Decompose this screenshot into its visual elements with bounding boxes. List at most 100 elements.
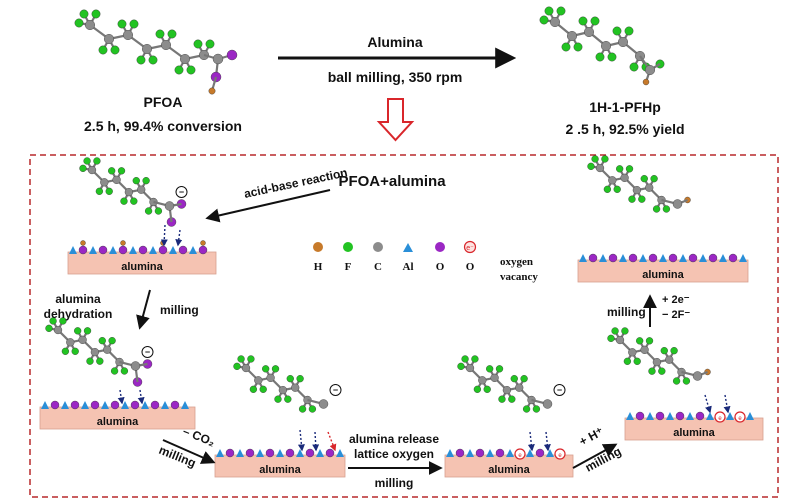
legend-symbol: C	[374, 261, 382, 273]
fluorine-atom	[130, 197, 138, 205]
fluorine-atom	[486, 365, 494, 373]
aluminum-site	[599, 254, 607, 262]
legend-symbol: H	[314, 261, 323, 273]
fluorine-atom	[129, 19, 139, 29]
fluorine-atom	[670, 347, 678, 355]
aluminum-site	[181, 401, 189, 409]
fluorine-atom	[624, 26, 634, 36]
negative-charge-icon	[175, 185, 188, 198]
surface-label: alumina	[488, 464, 530, 476]
carbon-atom	[502, 386, 512, 395]
fluorine-atom	[532, 405, 541, 413]
surface-oxygen	[50, 400, 60, 410]
aluminum-site	[626, 412, 634, 420]
surface-oxygen	[118, 245, 128, 255]
fluorine-atom	[607, 52, 617, 62]
fluorine-atom	[662, 205, 671, 213]
aluminum-site	[579, 254, 587, 262]
oxygen-vacancy	[554, 448, 566, 460]
fluorine-atom	[205, 39, 215, 49]
dehydration-label-1: alumina	[55, 292, 101, 306]
arrow-reagent: Alumina	[367, 34, 422, 50]
fluorine-atom	[616, 165, 624, 173]
fluorine-atom	[561, 42, 571, 52]
legend-symbol: O	[436, 261, 445, 273]
oxygen-vacancy	[734, 411, 746, 423]
carbon-atom	[87, 165, 97, 175]
fluorine-atom	[262, 365, 270, 373]
aluminum-site	[746, 412, 754, 420]
aluminum-site	[486, 449, 494, 457]
interaction-arrow	[312, 431, 320, 452]
fluorine-atom	[298, 405, 307, 413]
aluminum-site	[216, 449, 224, 457]
fluorine-atom	[259, 385, 267, 393]
aluminum-site	[739, 254, 747, 262]
fluorine-atom	[193, 39, 203, 49]
fluorine-atom	[510, 375, 518, 383]
legend-aluminum-icon	[403, 243, 413, 252]
carbon-atom	[692, 371, 703, 381]
legend-atom-icon	[435, 242, 445, 252]
surface-oxygen	[535, 448, 545, 458]
surface-oxygen	[285, 448, 295, 458]
aluminum-site	[296, 449, 304, 457]
fluorine-atom	[629, 62, 639, 72]
co2-label: – CO₂	[181, 424, 217, 449]
interaction-arrow	[175, 229, 183, 247]
carbon-atom	[103, 345, 112, 354]
carbon-atom	[618, 37, 629, 48]
fluorine-atom	[83, 157, 91, 165]
surface-hydrogen	[120, 240, 126, 246]
fluorine-atom	[61, 347, 70, 355]
product-detail: 2 .5 h, 92.5% yield	[565, 121, 684, 137]
fluorine-atom	[132, 177, 140, 185]
fluorine-atom	[155, 29, 165, 39]
fluorine-atom	[650, 175, 658, 183]
carbon-atom	[465, 363, 475, 373]
fluorine-atom	[49, 317, 57, 325]
start-label: PFOA+alumina	[338, 173, 446, 190]
fluorine-atom	[623, 357, 632, 365]
hydrogen-atom	[642, 78, 650, 86]
fluorine-atom	[105, 187, 113, 195]
fluorine-atom	[633, 357, 641, 365]
fluorine-atom	[308, 405, 317, 413]
fluorine-atom	[142, 177, 150, 185]
fluorine-atom	[96, 357, 104, 365]
hydrogen-atom	[208, 87, 216, 95]
fluorine-atom	[595, 52, 605, 62]
surface-oxygen	[305, 448, 315, 458]
interaction-arrow	[527, 431, 535, 452]
vacancy-electron: e	[518, 453, 522, 459]
aluminum-site	[719, 254, 727, 262]
fluorine-atom	[117, 167, 126, 175]
carbon-atom	[90, 348, 100, 357]
carbon-atom	[78, 335, 87, 344]
surface-oxygen	[150, 400, 160, 410]
interaction-arrow	[297, 429, 305, 452]
fluorine-atom	[186, 65, 196, 75]
stage-dehydrated: −alumina	[39, 317, 196, 430]
surface-oxygen	[245, 448, 255, 458]
charge-sign: −	[145, 347, 150, 357]
legend-vacancy-icon	[463, 240, 477, 254]
plus-electron-label: + 2e⁻	[662, 294, 690, 306]
aluminum-site	[129, 246, 137, 254]
surface-hydrogen	[200, 240, 206, 246]
fluorine-atom	[108, 167, 116, 175]
stage-decarboxylated: −alumina	[214, 355, 346, 478]
fluorine-atom	[573, 42, 583, 52]
fluorine-atom	[625, 165, 634, 173]
aluminum-site	[316, 449, 324, 457]
fluorine-atom	[473, 385, 482, 393]
legend-symbol: F	[345, 261, 352, 273]
aluminum-site	[101, 401, 109, 409]
surface-oxygen	[588, 253, 598, 263]
aluminum-site	[149, 246, 157, 254]
aluminum-site	[639, 254, 647, 262]
product-name: 1H-1-PFHp	[589, 99, 661, 115]
